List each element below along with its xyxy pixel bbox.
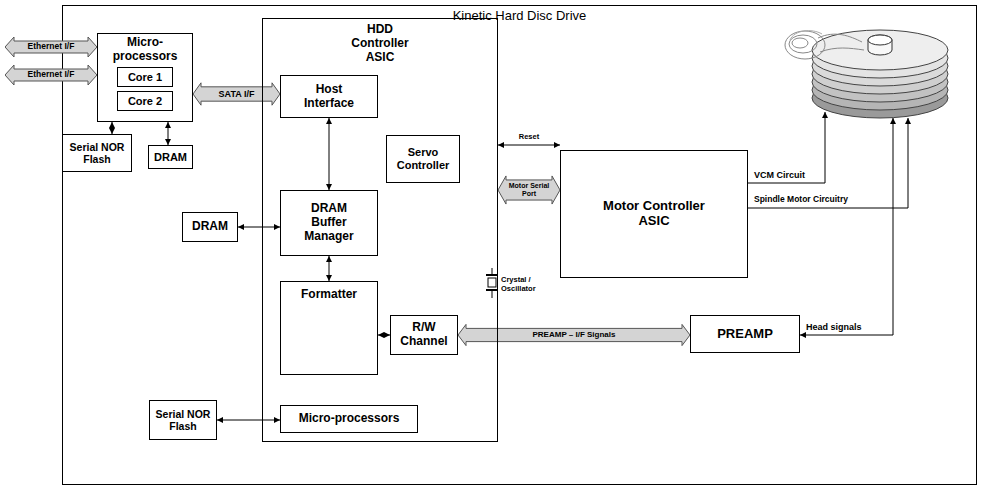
memory-box: Serial NOR Flash bbox=[62, 134, 132, 172]
connector-arrow bbox=[217, 420, 280, 421]
bus-arrow bbox=[498, 176, 560, 204]
component-label: Crystal / Oscillator bbox=[501, 276, 547, 293]
process-box: Host Interface bbox=[280, 75, 378, 118]
connector-arrow bbox=[498, 145, 560, 146]
connector-arrow bbox=[329, 118, 330, 190]
interface-arrow-outline bbox=[5, 65, 97, 85]
memory-box: Serial NOR Flash bbox=[149, 400, 217, 440]
enclosure-box: Kinetic Hard Disc DriveMicro- processors… bbox=[62, 5, 977, 485]
node-label: DRAM bbox=[192, 220, 228, 234]
signal-label: VCM Circuit bbox=[754, 170, 805, 180]
bus-arrow bbox=[458, 324, 690, 345]
node-label: Host Interface bbox=[294, 83, 364, 111]
processor-box: Micro-processors bbox=[280, 405, 418, 433]
memory-box: DRAM bbox=[148, 145, 193, 169]
interface-arrow-outline bbox=[5, 37, 97, 57]
node-label: PREAMP bbox=[717, 327, 773, 342]
asic-box: HDD Controller ASIC Host InterfaceServo C… bbox=[262, 18, 498, 442]
vcm-wire bbox=[748, 112, 825, 183]
process-box: DRAM Buffer Manager bbox=[280, 190, 378, 256]
actuator-arm bbox=[785, 31, 864, 59]
edge-label: PREAMP – I/F Signals bbox=[533, 330, 616, 339]
process-box: Servo Controller bbox=[386, 135, 460, 183]
connector-arrow bbox=[168, 122, 169, 145]
node-label: DRAM Buffer Manager bbox=[294, 202, 364, 243]
memory-box: DRAM bbox=[182, 212, 238, 242]
node-label: Motor Controller ASIC bbox=[592, 199, 716, 229]
spindle-wire bbox=[748, 118, 908, 208]
interface-label: Ethernet I/F bbox=[28, 70, 75, 80]
edge-label: Motor Serial Port bbox=[502, 182, 556, 198]
node-label: Kinetic Hard Disc Drive bbox=[453, 9, 587, 24]
signal-label: Head signals bbox=[806, 322, 862, 332]
processor-box: Micro- processorsCore 1 Core 2 bbox=[97, 33, 193, 122]
bus-arrow bbox=[193, 83, 280, 105]
signal-label: Spindle Motor Circuitry bbox=[754, 195, 848, 205]
node-label: Servo Controller bbox=[390, 146, 456, 171]
core-box: Core 2 bbox=[117, 91, 173, 111]
node-label: HDD Controller ASIC bbox=[342, 23, 418, 64]
process-box: PREAMP bbox=[690, 315, 800, 353]
disk-platters bbox=[812, 30, 948, 118]
interface-label: Ethernet I/F bbox=[28, 42, 75, 52]
node-label: Serial NOR Flash bbox=[66, 141, 128, 165]
interface-arrow: Ethernet I/F bbox=[5, 65, 97, 85]
connector-arrow bbox=[112, 122, 113, 134]
connector-arrow bbox=[238, 227, 280, 228]
process-box: R/W Channel bbox=[390, 315, 458, 355]
node-label: Serial NOR Flash bbox=[153, 408, 213, 432]
node-label: Core 2 bbox=[128, 95, 162, 108]
connector-arrow bbox=[329, 256, 330, 281]
asic-box: Motor Controller ASIC bbox=[560, 150, 748, 278]
node-label: Core 1 bbox=[128, 71, 162, 84]
node-label: Formatter bbox=[301, 288, 357, 302]
connector-arrow bbox=[378, 335, 390, 336]
interface-arrow: Ethernet I/F bbox=[5, 37, 97, 57]
node-label: Micro- processors bbox=[104, 36, 186, 64]
head-signal-wire bbox=[800, 118, 893, 335]
edge-label: SATA I/F bbox=[219, 89, 255, 99]
crystal-symbol bbox=[486, 268, 498, 298]
node-label: DRAM bbox=[154, 151, 187, 164]
process-box: Formatter bbox=[280, 281, 378, 375]
core-box: Core 1 bbox=[117, 67, 173, 87]
edge-label: Reset bbox=[519, 133, 539, 142]
node-label: Micro-processors bbox=[299, 412, 400, 426]
node-label: R/W Channel bbox=[394, 321, 454, 349]
motor-wires bbox=[748, 112, 908, 335]
